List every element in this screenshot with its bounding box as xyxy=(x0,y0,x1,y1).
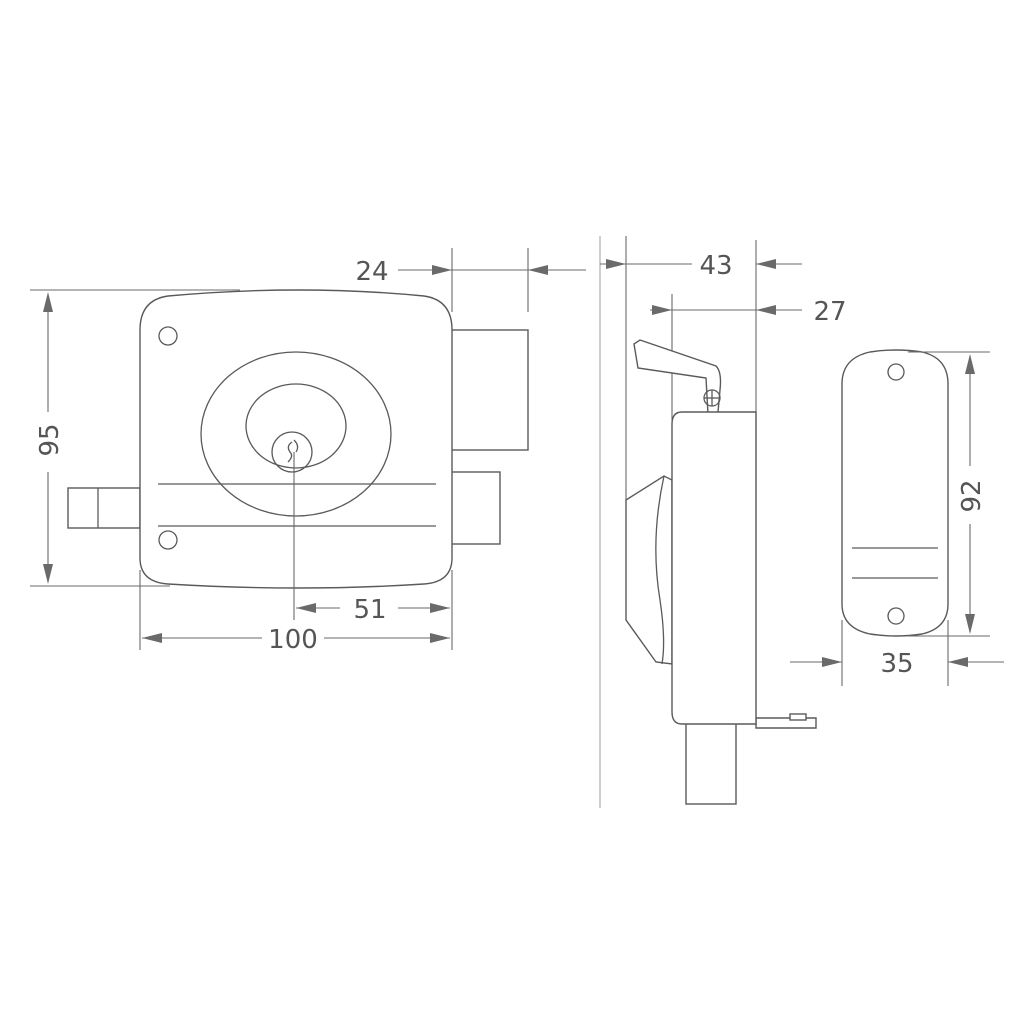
keeper-view xyxy=(841,349,990,686)
label-27: 27 xyxy=(813,297,846,327)
front-screw-hole-bottom xyxy=(158,530,178,550)
label-92: 92 xyxy=(957,479,987,512)
dim-bolt-projection: 24 xyxy=(355,257,586,287)
keeper-screw-hole-top xyxy=(887,363,905,381)
label-51: 51 xyxy=(353,595,386,625)
dim-front-height: 95 xyxy=(35,292,65,584)
side-lock-body xyxy=(671,411,757,725)
front-lock-body xyxy=(139,289,453,589)
label-43: 43 xyxy=(699,251,732,281)
side-view xyxy=(599,236,817,808)
label-24: 24 xyxy=(355,257,388,287)
front-screw-hole-top xyxy=(158,326,178,346)
label-100: 100 xyxy=(268,625,318,655)
label-95: 95 xyxy=(35,423,65,456)
side-handle xyxy=(633,339,722,415)
dim-side-total-depth: 43 xyxy=(600,251,802,281)
front-left-bolt xyxy=(67,487,141,529)
label-35: 35 xyxy=(880,649,913,679)
side-bolt xyxy=(685,719,737,805)
dim-keeper-width: 35 xyxy=(790,649,1004,679)
front-keyhole xyxy=(271,431,313,473)
front-cylinder-rosette xyxy=(200,351,392,517)
front-right-deadbolt xyxy=(439,329,529,451)
dim-cylinder-offset: 51 xyxy=(296,595,450,625)
dim-keeper-height: 92 xyxy=(957,354,987,634)
dim-front-width: 100 xyxy=(142,625,450,655)
keeper-plate xyxy=(841,349,949,637)
side-wedge xyxy=(625,475,673,665)
keeper-screw-hole-bottom xyxy=(887,607,905,625)
dim-side-body-depth: 27 xyxy=(650,297,847,327)
front-view xyxy=(30,248,529,650)
